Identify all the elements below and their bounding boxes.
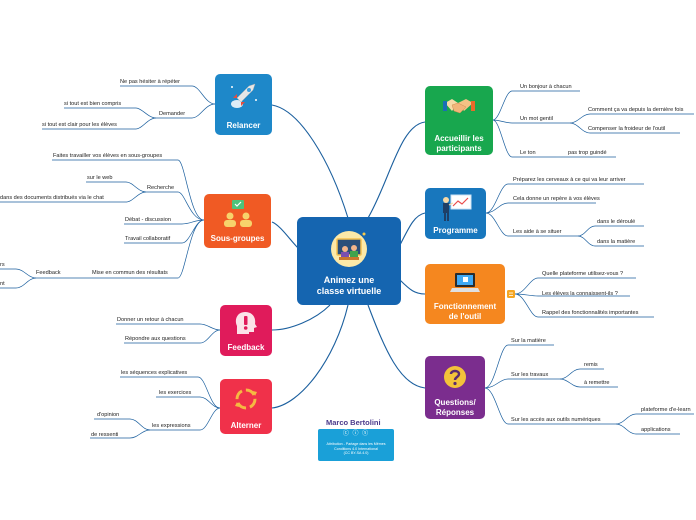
branch-label-feedback: Feedback [227, 343, 265, 352]
branch-label-programme: Programme [433, 226, 478, 235]
leaf-relancer-clair[interactable]: si tout est clair pour les élèves [42, 122, 117, 128]
license-line-2: Conditions 4.0 International [334, 446, 378, 451]
exclamation-head-icon [235, 312, 257, 334]
branch-label-accueillir: Accueillir les participants [434, 134, 484, 153]
leaf-prog-matiere[interactable]: dans la matière [597, 239, 636, 245]
leaf-relancer-repeter[interactable]: Ne pas hésiter à répéter [120, 79, 181, 85]
fonctionnement-note-icon [507, 290, 515, 298]
link-feedback [271, 304, 331, 331]
author-name: Marco Bertolini [326, 418, 381, 427]
leaf-fb-retour[interactable]: Donner un retour à chacun [117, 317, 184, 323]
central-title: Animez une classe virtuelle [316, 275, 382, 296]
link-sous-groupes [271, 221, 299, 249]
cycle-arrows-icon [235, 388, 257, 410]
leaf-alt-expressions[interactable]: les expressions [152, 423, 191, 429]
branch-accueillir[interactable]: Accueillir les participants [425, 86, 493, 155]
question-mark-icon [444, 366, 466, 388]
leaf-sg-faites[interactable]: Faites travailler vos élèves en sous-gro… [53, 153, 163, 159]
handshake-icon [443, 99, 475, 114]
leaf-q-travaux[interactable]: Sur les travaux [511, 372, 549, 378]
leaf-prog-repere[interactable]: Cela donne un repère à vos élèves [513, 196, 600, 202]
leaf-links [0, 85, 694, 439]
leaf-sg-web[interactable]: sur le web [87, 175, 113, 181]
leaf-sg-documents[interactable]: dans des documents distribués via le cha… [0, 195, 104, 201]
leaf-alt-ressenti[interactable]: de ressenti [91, 432, 119, 438]
leaf-prog-deroule[interactable]: dans le déroulé [597, 219, 636, 225]
link-fonctionnement [399, 279, 426, 295]
leaf-q-a-remettre[interactable]: à remettre [584, 380, 610, 386]
license-line-3: (CC BY-SA 4.0) [343, 451, 369, 455]
link-programme [399, 212, 426, 246]
link-accueillir [367, 121, 426, 219]
leaf-alt-exercices[interactable]: les exercices [159, 390, 192, 396]
leaf-q-elearn[interactable]: plateforme d'e-learn [641, 407, 691, 413]
branch-relancer[interactable]: Relancer [215, 74, 272, 135]
leaf-alt-opinion[interactable]: d'opinion [97, 412, 120, 418]
leaf-fonc-rappel[interactable]: Rappel des fonctionnalités importantes [542, 310, 639, 316]
leaf-acc-guinde[interactable]: pas trop guindé [568, 150, 607, 156]
rocket-icon [230, 83, 257, 108]
leaf-fonc-connaissent[interactable]: Les élèves la connaissent-ils ? [542, 291, 618, 297]
leaf-relancer-compris[interactable]: si tout est bien compris [64, 101, 122, 107]
main-branch-links [271, 104, 426, 409]
leaf-alt-sequences[interactable]: les séquences explicatives [121, 370, 188, 376]
leaf-acc-bonjour[interactable]: Un bonjour à chacun [520, 84, 572, 90]
leaf-acc-compenser[interactable]: Compenser la froideur de l'outil [588, 126, 666, 132]
central-topic[interactable]: Animez une classe virtuelle [297, 217, 401, 305]
branch-sous-groupes[interactable]: Sous-groupes [204, 194, 271, 248]
branch-fonctionnement[interactable]: Fonctionnement de l'outil [425, 264, 505, 324]
link-questions [367, 304, 426, 389]
link-alterner [271, 304, 349, 409]
license-line-1: Attribution - Partage dans les Mêmes [326, 442, 386, 446]
leaf-prog-situer[interactable]: Les aide à se situer [513, 229, 562, 235]
branch-label-fonctionnement: Fonctionnement de l'outil [433, 302, 497, 321]
laptop-icon [450, 273, 480, 292]
branch-alterner[interactable]: Alterner [220, 379, 272, 434]
leaf-q-remis[interactable]: remis [584, 362, 598, 368]
branch-label-relancer: Relancer [226, 121, 261, 130]
leaf-fonc-plateforme[interactable]: Quelle plateforme utilisez-vous ? [542, 271, 624, 277]
leaf-sg-mise-en-commun[interactable]: Mise en commun des résultats [92, 270, 168, 276]
classroom-icon [331, 231, 367, 267]
leaf-fb-repondre[interactable]: Répondre aux questions [125, 336, 186, 342]
leaf-sg-recherche[interactable]: Recherche [147, 185, 175, 191]
leaf-sg-feedback[interactable]: Feedback [36, 270, 61, 276]
leaf-acc-ton[interactable]: Le ton [520, 150, 536, 156]
leaf-q-applications[interactable]: applications [641, 427, 671, 433]
leaf-prog-preparez[interactable]: Préparez les cerveaux à ce qui va leur a… [513, 177, 626, 183]
group-icon [223, 200, 252, 227]
license-badge: ⓒ ⓘ ⓢ Attribution - Partage dans les Mêm… [318, 429, 394, 461]
leaf-sg-debat[interactable]: Débat - discussion [125, 217, 172, 223]
leaf-sg-rs[interactable]: rs [0, 262, 5, 268]
branch-label-questions: Questions/ Réponses [434, 398, 476, 417]
branch-label-sous-groupes: Sous-groupes [210, 234, 265, 243]
leaf-relancer-demander[interactable]: Demander [159, 111, 186, 117]
leaf-sg-travail[interactable]: Travail collaboratif [125, 236, 171, 242]
leaf-acc-comment[interactable]: Comment ça va depuis la dernière fois [588, 107, 684, 113]
presentation-board-icon [442, 194, 471, 221]
branch-label-alterner: Alterner [230, 421, 262, 430]
leaf-q-matiere[interactable]: Sur la matière [511, 338, 546, 344]
leaf-q-acces[interactable]: Sur les accès aux outils numériques [511, 417, 601, 423]
branch-questions[interactable]: Questions/ Réponses [425, 356, 485, 419]
leaf-acc-mot-gentil[interactable]: Un mot gentil [520, 116, 553, 122]
branch-programme[interactable]: Programme [425, 188, 486, 239]
leaf-sg-nt[interactable]: nt [0, 281, 5, 287]
link-relancer [271, 104, 349, 219]
branch-feedback[interactable]: Feedback [220, 305, 272, 356]
creative-commons-icon: ⓒ ⓘ ⓢ [342, 431, 370, 437]
